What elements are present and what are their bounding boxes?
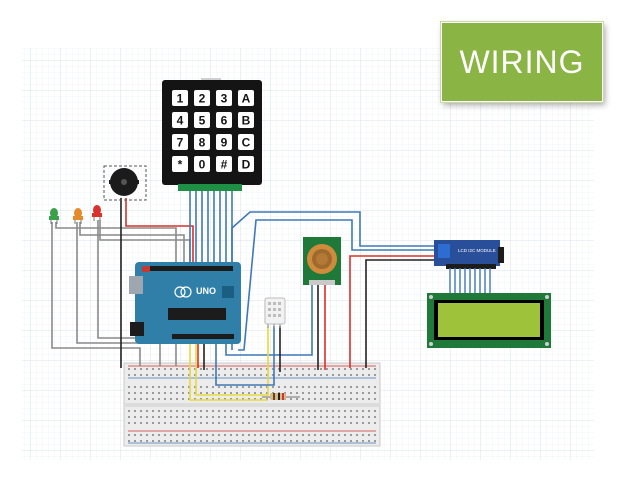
keypad-key-label: B <box>242 114 251 128</box>
wire-buzzer-red <box>125 198 194 266</box>
keypad-key-label: A <box>242 92 251 106</box>
keypad-key <box>238 112 254 128</box>
wire-i2c-scl <box>238 219 436 351</box>
wire-led-signal-2 <box>79 222 185 266</box>
led-green <box>49 208 59 224</box>
led-orange <box>73 208 83 224</box>
keypad-key-label: 8 <box>199 136 206 150</box>
keypad-key <box>216 90 232 106</box>
wire-dht-blue <box>215 326 275 386</box>
page-title: WIRING <box>459 43 585 80</box>
dht-sensor <box>264 297 286 328</box>
breadboard <box>123 362 381 447</box>
keypad-key <box>238 90 254 106</box>
gas-sensor <box>303 237 341 285</box>
keypad-key <box>216 156 232 172</box>
keypad-key <box>194 90 210 106</box>
lcd-pin-wires <box>449 268 491 294</box>
keypad-key-label: 9 <box>221 136 228 150</box>
keypad-key-label: C <box>242 136 251 150</box>
keypad-key <box>194 156 210 172</box>
led-red <box>92 205 102 221</box>
keypad-key <box>238 156 254 172</box>
keypad-key <box>216 134 232 150</box>
wires <box>51 190 436 401</box>
resistor <box>262 393 300 400</box>
i2c-label: LCD I2C MODULE <box>458 248 496 253</box>
wire-led-signal-1 <box>55 222 177 266</box>
arduino-label: UNO <box>196 286 216 296</box>
keypad-key-label: # <box>221 158 228 172</box>
i2c-module: LCD I2C MODULE <box>434 240 504 269</box>
wire-dht-yellow <box>195 326 269 396</box>
lcd-display <box>427 293 551 348</box>
wire-i2c-sda <box>231 211 436 350</box>
keypad-key-label: 5 <box>199 114 206 128</box>
wire-led-orange <box>76 222 161 366</box>
keypad-key-label: 2 <box>199 92 206 106</box>
arduino-uno: UNO <box>129 262 241 344</box>
keypad-key-label: * <box>178 158 183 172</box>
keypad-key-label: 3 <box>221 92 228 106</box>
keypad-key <box>172 112 188 128</box>
keypad-key <box>238 134 254 150</box>
keypad-key <box>172 134 188 150</box>
keypad-key <box>216 112 232 128</box>
keypad-key <box>172 156 188 172</box>
keypad-key <box>194 134 210 150</box>
title-box: WIRING <box>440 21 604 103</box>
keypad-key-label: 6 <box>221 114 228 128</box>
wire-i2c-vcc <box>349 255 436 368</box>
buzzer <box>103 165 147 201</box>
keypad-key-label: 1 <box>177 92 184 106</box>
wire-i2c-gnd <box>365 259 436 368</box>
wire-yellow-2 <box>189 344 268 401</box>
keypad-key-label: D <box>242 158 251 172</box>
keypad-key-label: 7 <box>177 136 184 150</box>
keypad-key <box>172 90 188 106</box>
keypad-key <box>194 112 210 128</box>
keypad-key-label: 0 <box>199 158 206 172</box>
keypad-key-label: 4 <box>177 114 184 128</box>
wire-gas-signal <box>225 284 313 356</box>
wire-led-green <box>51 222 141 366</box>
